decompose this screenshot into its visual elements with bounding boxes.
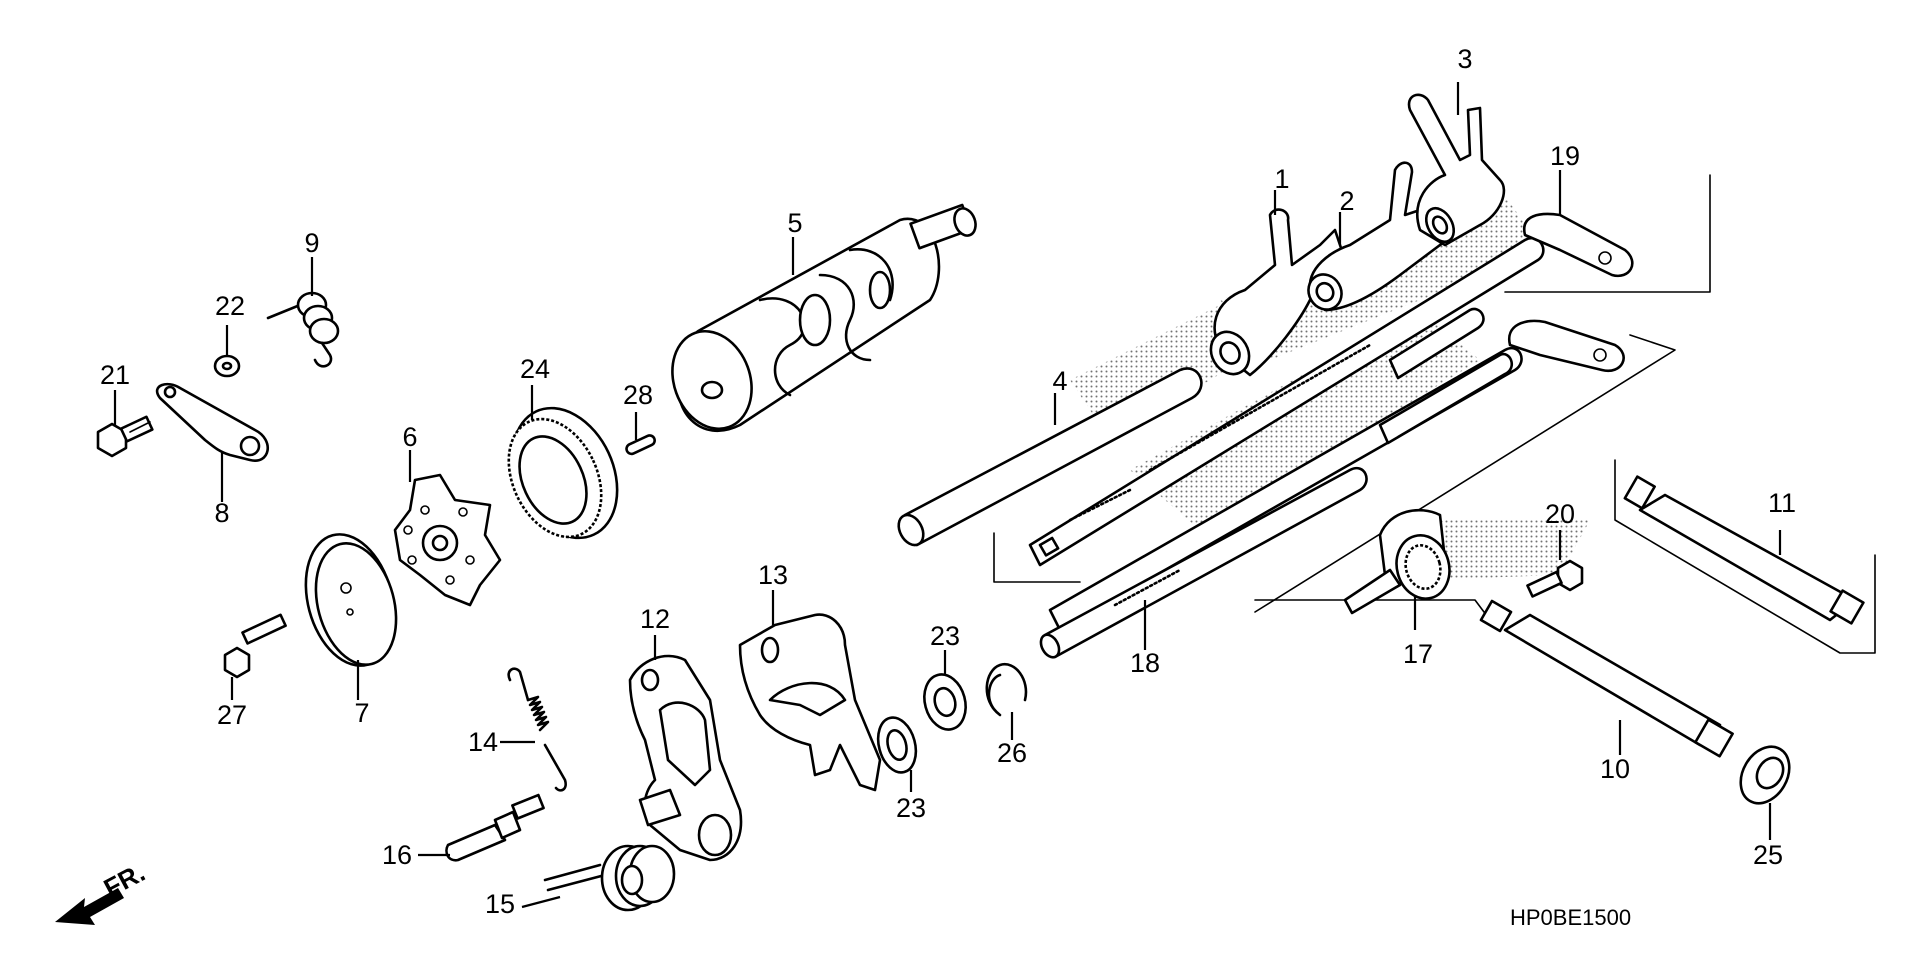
part-shaft-10 bbox=[1479, 599, 1734, 758]
part-rod-4 bbox=[897, 367, 1203, 547]
callout-17: 17 bbox=[1403, 639, 1433, 669]
part-disc-7 bbox=[304, 533, 398, 667]
drawing-code: HP0BE1500 bbox=[1510, 905, 1631, 930]
callout-21: 21 bbox=[100, 360, 130, 390]
part-bearing-24 bbox=[507, 406, 619, 540]
front-arrow-icon bbox=[55, 888, 124, 925]
callout-13: 13 bbox=[758, 560, 788, 590]
callout-1: 1 bbox=[1274, 164, 1289, 194]
part-washer-23a bbox=[876, 716, 918, 774]
callout-19: 19 bbox=[1550, 141, 1580, 171]
part-washer-23b bbox=[923, 673, 967, 731]
part-shaft-11 bbox=[1623, 475, 1865, 625]
callout-6: 6 bbox=[402, 422, 417, 452]
leader-lines bbox=[113, 82, 1782, 909]
callout-10: 10 bbox=[1600, 754, 1630, 784]
callout-9: 9 bbox=[304, 228, 319, 258]
part-fork-1 bbox=[1209, 208, 1347, 377]
part-washer-22 bbox=[213, 354, 241, 378]
part-pin-28 bbox=[625, 434, 656, 456]
part-fork-3 bbox=[1407, 93, 1506, 247]
part-plate-13 bbox=[738, 613, 882, 792]
callout-14: 14 bbox=[468, 727, 498, 757]
callout-23a: 23 bbox=[930, 621, 960, 651]
callout-23b: 23 bbox=[896, 793, 926, 823]
callout-25: 25 bbox=[1753, 840, 1783, 870]
callout-5: 5 bbox=[787, 208, 802, 238]
part-collar-17 bbox=[1343, 508, 1451, 615]
part-star-plate-6 bbox=[393, 473, 502, 607]
callout-7: 7 bbox=[354, 698, 369, 728]
part-circlip-26 bbox=[985, 662, 1028, 717]
part-shaft-19 bbox=[1028, 212, 1634, 567]
part-shaft-middle bbox=[1048, 319, 1625, 632]
callout-20: 20 bbox=[1545, 499, 1575, 529]
callout-27: 27 bbox=[217, 700, 247, 730]
part-spring-15 bbox=[543, 844, 676, 912]
part-bearing-25 bbox=[1739, 745, 1791, 805]
callout-15: 15 bbox=[485, 889, 515, 919]
callout-2: 2 bbox=[1339, 186, 1354, 216]
callout-12: 12 bbox=[640, 604, 670, 634]
callout-22: 22 bbox=[215, 291, 245, 321]
part-bolt-27 bbox=[223, 613, 287, 679]
part-bolt-21 bbox=[96, 415, 154, 458]
callout-26: 26 bbox=[997, 738, 1027, 768]
front-direction-indicator: FR. bbox=[55, 857, 150, 925]
callout-18: 18 bbox=[1130, 648, 1160, 678]
part-shaft-18 bbox=[1039, 343, 1372, 659]
callout-28: 28 bbox=[623, 380, 653, 410]
part-fork-2 bbox=[1307, 161, 1462, 312]
callout-8: 8 bbox=[214, 498, 229, 528]
callout-24: 24 bbox=[520, 354, 550, 384]
part-plate-12 bbox=[628, 654, 743, 862]
part-shift-drum-5 bbox=[671, 203, 977, 432]
callout-16: 16 bbox=[382, 840, 412, 870]
part-spring-14 bbox=[507, 667, 567, 792]
part-bolt-20 bbox=[1526, 559, 1584, 598]
callout-4: 4 bbox=[1052, 366, 1067, 396]
part-spring-9 bbox=[266, 291, 340, 368]
callout-labels: 1 2 3 4 5 6 7 8 9 10 11 12 13 14 15 16 1… bbox=[100, 44, 1796, 919]
callout-3: 3 bbox=[1457, 44, 1472, 74]
part-stud-16 bbox=[445, 793, 545, 862]
part-plate-8 bbox=[155, 382, 270, 462]
callout-11: 11 bbox=[1768, 488, 1796, 518]
